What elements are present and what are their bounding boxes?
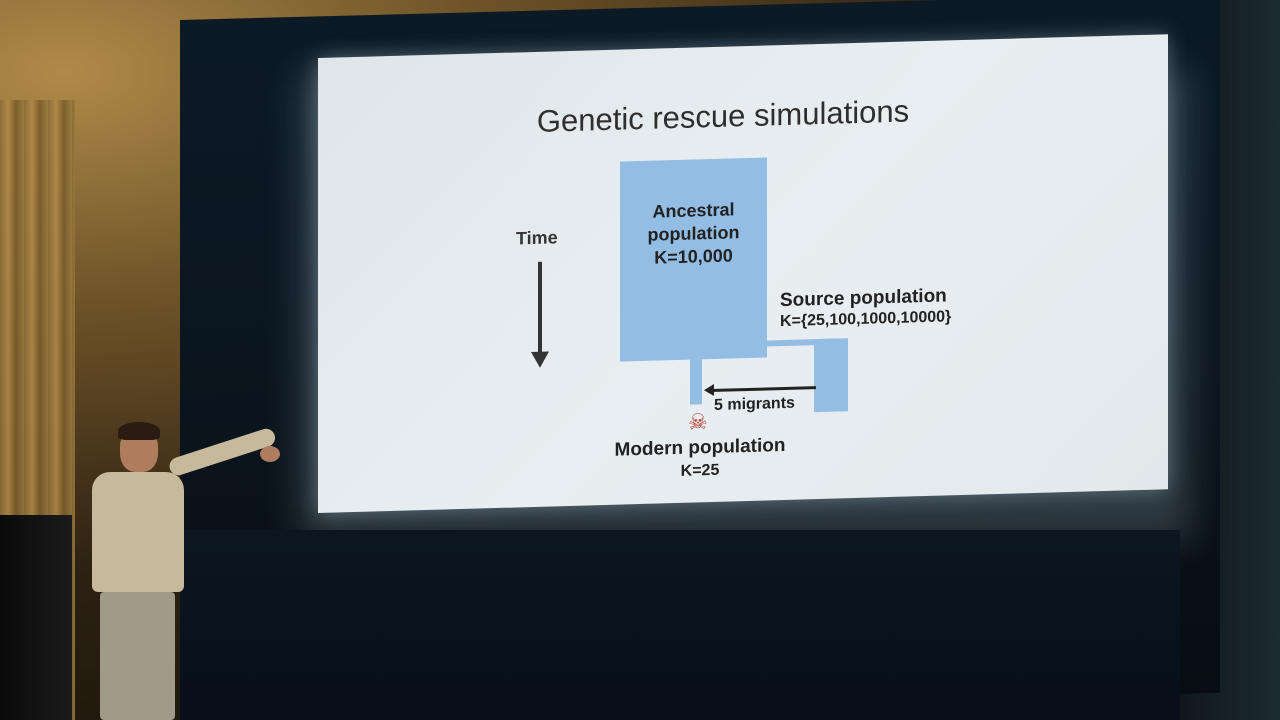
podium [0,515,72,720]
slide-title: Genetic rescue simulations [536,93,910,139]
projected-slide: Genetic rescue simulations Time Ancestra… [318,34,1168,513]
skull-crossbones-icon: ☠ [688,409,708,435]
modern-population-k: K=25 [680,461,720,480]
modern-population-stem [690,359,702,405]
presenter-torso [92,472,184,592]
time-arrow-shaft [538,261,542,357]
modern-population-label: Modern population [614,434,786,461]
source-population-label: Source population [780,285,947,312]
time-label: Time [516,227,558,249]
presenter-legs [100,592,175,720]
source-population-box [814,338,848,413]
migrant-arrow-shaft [710,386,816,393]
presenter-hair [118,422,160,440]
presenter-hand [260,446,280,462]
ancestral-k: K=10,000 [654,245,733,268]
presenter [80,420,290,720]
migrants-label: 5 migrants [714,394,795,414]
migrant-arrow-head-icon [704,383,714,397]
ancestral-population-box: Ancestral population K=10,000 [620,157,767,362]
ancestral-population-text: Ancestral population K=10,000 [620,197,767,270]
time-arrow-head-icon [531,351,549,369]
source-population-k: K={25,100,1000,10000} [780,308,952,331]
screen-lower-dark-area [180,530,1180,720]
